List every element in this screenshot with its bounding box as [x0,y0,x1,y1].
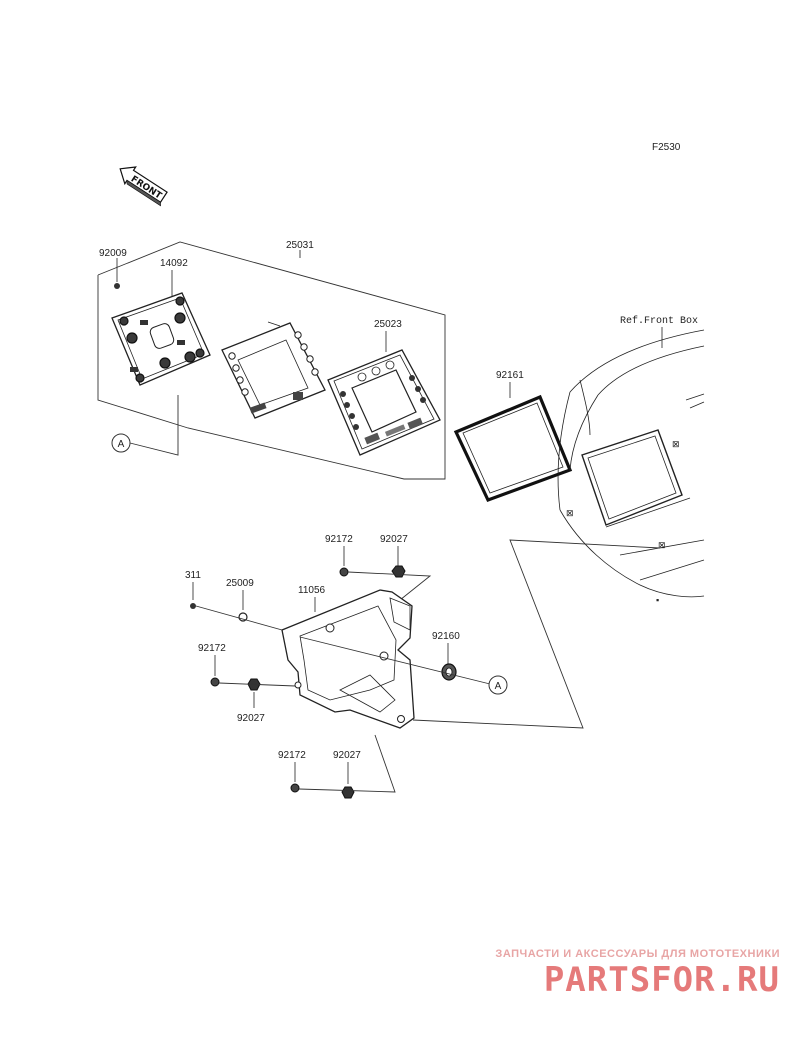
callout-a-right-letter: A [495,681,502,692]
label-25031: 25031 [286,240,314,251]
bolt-92172-lower [290,783,300,793]
label-25023: 25023 [374,319,402,330]
svg-text:⊠: ⊠ [672,439,680,449]
grommet-92160 [441,663,457,681]
screw-92009 [114,258,120,289]
label-92172-upper: 92172 [325,534,353,545]
label-25009: 25009 [226,578,254,589]
assembly-outline [97,241,446,480]
label-92009: 92009 [99,248,127,259]
callout-a-left-letter: A [118,439,125,450]
svg-text:⊠: ⊠ [566,508,574,518]
label-92172-lower: 92172 [278,750,306,761]
screw-311 [190,603,196,609]
front-box-ref: ⊠ ⊠ ⊠ ▪ [557,329,705,605]
label-92160: 92160 [432,631,460,642]
bolt-92172-upper [339,567,349,577]
ref-label: Ref.Front Box [620,315,698,327]
label-92027-left: 92027 [237,713,265,724]
meter-25023 [327,349,441,456]
label-92027-lower: 92027 [333,750,361,761]
callout-a-left: A [111,395,179,456]
nut-92027-lower [341,786,355,799]
label-11056: 11056 [298,585,326,596]
figure-code: F2530 [652,142,681,153]
label-92172-left: 92172 [198,643,226,654]
rear-cover-14092 [111,292,211,386]
svg-text:▪: ▪ [656,595,659,605]
label-14092: 14092 [160,258,188,269]
front-arrow-icon: FRONT [119,166,168,207]
label-92161: 92161 [496,370,524,381]
nut-92027-upper [391,565,406,578]
watermark: ЗАПЧАСТИ И АКСЕССУАРЫ ДЛЯ МОТОТЕХНИКИ PA… [460,948,780,1000]
watermark-brand: PARTSFOR.RU [543,960,780,1000]
label-311: 311 [185,570,201,581]
callout-a-right: A [488,675,508,695]
label-92027-upper: 92027 [380,534,408,545]
bolt-92172-left [210,677,220,687]
watermark-tagline: ЗАПЧАСТИ И АКСЕССУАРЫ ДЛЯ МОТОТЕХНИКИ [495,948,780,960]
gasket-92161 [453,394,573,503]
svg-text:⊠: ⊠ [658,540,666,550]
lcd-frame [221,321,326,419]
leader-front-box [412,539,661,729]
bracket-11056 [281,589,415,729]
